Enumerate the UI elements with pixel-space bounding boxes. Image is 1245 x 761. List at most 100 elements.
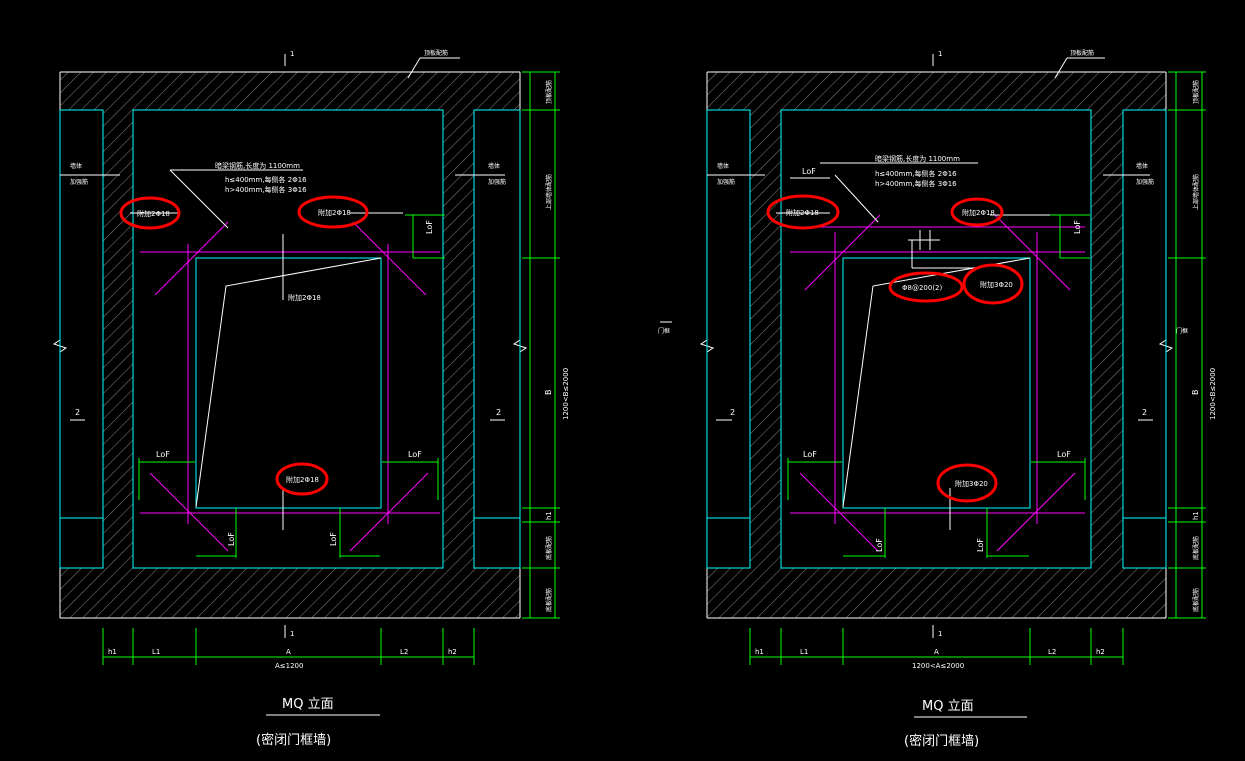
- bottom-dim-h1: h1: [108, 648, 117, 656]
- lof-label-bottom-right: LoF: [976, 538, 985, 552]
- beam-note-line1: h≤400mm,每侧各 2Φ16: [875, 169, 957, 178]
- mark-2-left: 2: [75, 408, 80, 417]
- wall-hatch: [707, 72, 1166, 618]
- rebar-top-right-label: 附加2Φ18: [318, 208, 351, 217]
- bottom-dim-L1: L1: [152, 648, 160, 656]
- side-label-right-1: 墙体: [1136, 162, 1148, 170]
- top-slab-label: 顶板配筋: [424, 49, 448, 57]
- lof-label-bottom-right: LoF: [329, 532, 338, 546]
- drawing-title: MQ 立面: [922, 699, 974, 714]
- section-mark-bottom: 1: [938, 630, 942, 638]
- opening-outline: [706, 109, 1167, 569]
- side-label-left-2: 加强筋: [717, 178, 735, 186]
- section-mark-bottom: 1: [290, 630, 294, 638]
- right-dim-lower: 底板配筋: [545, 536, 553, 560]
- door-leaf: [195, 257, 382, 508]
- highlight-top-left: [766, 194, 840, 230]
- beam-note-line2: h>400mm,每侧各 3Φ16: [875, 179, 957, 188]
- rebar-mid-label: 附加3Φ20: [980, 280, 1013, 289]
- highlight-stirrup: [888, 271, 964, 303]
- right-dim-lower: 底板配筋: [1192, 536, 1200, 560]
- bottom-dim-A: A: [934, 648, 939, 656]
- rebar-bottom-label: 附加3Φ20: [955, 479, 988, 488]
- mark-2-right: 2: [1142, 408, 1147, 417]
- leader-lines: [60, 54, 505, 716]
- highlight-top-right: [297, 195, 369, 229]
- right-dim-top: 顶板配筋: [545, 80, 553, 104]
- mark-2-left: 2: [730, 408, 735, 417]
- lof-label-right: LoF: [425, 220, 434, 234]
- bottom-range: 1200<A≤2000: [912, 662, 964, 670]
- right-elevation-drawing: 1 1 顶板配筋 暗梁钢筋,长度为 1100mm h≤400mm,每侧各 2Φ1…: [658, 49, 1217, 749]
- bottom-dim-L2: L2: [400, 648, 408, 656]
- drawing-subtitle: (密闭门框墙): [256, 732, 331, 748]
- section-mark-top: 1: [938, 50, 942, 58]
- side-label-right-1: 墙体: [488, 162, 500, 170]
- highlight-mid: [962, 263, 1024, 305]
- lof-label-top: LoF: [802, 167, 816, 176]
- beam-note-title: 暗梁钢筋,长度为 1100mm: [875, 154, 960, 163]
- right-dim-h1: h1: [1192, 511, 1200, 520]
- side-label-right-2: 加强筋: [1136, 178, 1154, 186]
- reinforcement-bars: [140, 221, 440, 552]
- right-dim-h1: h1: [545, 511, 553, 520]
- dimension-lines: [102, 71, 560, 665]
- rebar-mid-label: 附加2Φ18: [288, 293, 321, 302]
- drawing-subtitle: (密闭门框墙): [904, 733, 979, 749]
- left-text-group: 1 1 顶板配筋 暗梁钢筋,长度为 1100mm h≤400mm,每侧各 2Φ1…: [70, 49, 570, 748]
- bottom-dim-h2: h2: [448, 648, 457, 656]
- highlight-bottom: [936, 463, 998, 503]
- rebar-top-left-label: 附加2Φ18: [137, 209, 170, 218]
- side-text-left: 门框: [658, 327, 670, 335]
- opening-outline: [59, 109, 521, 569]
- lof-label-bl: LoF: [803, 450, 817, 459]
- side-label-left-1: 墙体: [70, 162, 82, 170]
- lof-label-bl: LoF: [156, 450, 170, 459]
- right-dim-B: B: [1191, 390, 1200, 396]
- dimension-lines: [749, 71, 1206, 665]
- lof-label-bottom-left: LoF: [875, 538, 884, 552]
- leader-lines: [660, 54, 1153, 718]
- lof-label-right: LoF: [1073, 220, 1082, 234]
- right-text-group: 1 1 顶板配筋 暗梁钢筋,长度为 1100mm h≤400mm,每侧各 2Φ1…: [658, 49, 1217, 749]
- rebar-bottom-label: 附加2Φ18: [286, 475, 319, 484]
- rebar-top-right-label: 附加2Φ18: [962, 208, 995, 217]
- lof-label-bottom-left: LoF: [227, 532, 236, 546]
- wall-hatch: [60, 72, 520, 618]
- bottom-dim-h2: h2: [1096, 648, 1105, 656]
- right-dim-range: 1200<B≤2000: [562, 368, 570, 420]
- right-dim-bottom: 底板配筋: [1192, 588, 1200, 612]
- right-dim-upper: 上部墙体配筋: [545, 174, 553, 210]
- right-dim-upper: 上部墙体配筋: [1192, 174, 1200, 210]
- lof-label-br: LoF: [1057, 450, 1071, 459]
- bottom-dim-h1: h1: [755, 648, 764, 656]
- highlight-top-right: [950, 197, 1004, 227]
- bottom-dim-A: A: [286, 648, 291, 656]
- rebar-top-left-label: 附加2Φ18: [786, 208, 819, 217]
- bottom-range: A≤1200: [275, 662, 303, 670]
- stirrup-label: Φ8@200(2): [902, 284, 943, 292]
- side-text-right: 门框: [1176, 327, 1188, 335]
- highlight-top-left: [119, 196, 181, 230]
- bottom-dim-L1: L1: [800, 648, 808, 656]
- right-dim-top: 顶板配筋: [1192, 80, 1200, 104]
- drawing-title: MQ 立面: [282, 697, 334, 712]
- side-label-right-2: 加强筋: [488, 178, 506, 186]
- side-label-left-1: 墙体: [717, 162, 729, 170]
- mark-2-right: 2: [496, 408, 501, 417]
- beam-note-line1: h≤400mm,每侧各 2Φ16: [225, 175, 307, 184]
- section-mark-top: 1: [290, 50, 294, 58]
- right-dim-B: B: [544, 390, 553, 396]
- top-slab-label: 顶板配筋: [1070, 49, 1094, 57]
- door-leaf: [842, 257, 1031, 508]
- highlight-bottom: [275, 462, 329, 496]
- lof-label-br: LoF: [408, 450, 422, 459]
- beam-note-line2: h>400mm,每侧各 3Φ16: [225, 185, 307, 194]
- highlight-circles: [119, 195, 369, 496]
- highlight-circles: [766, 194, 1024, 503]
- beam-note-title: 暗梁钢筋,长度为 1100mm: [215, 161, 300, 170]
- right-dim-range: 1200<B≤2000: [1209, 368, 1217, 420]
- bottom-dim-L2: L2: [1048, 648, 1056, 656]
